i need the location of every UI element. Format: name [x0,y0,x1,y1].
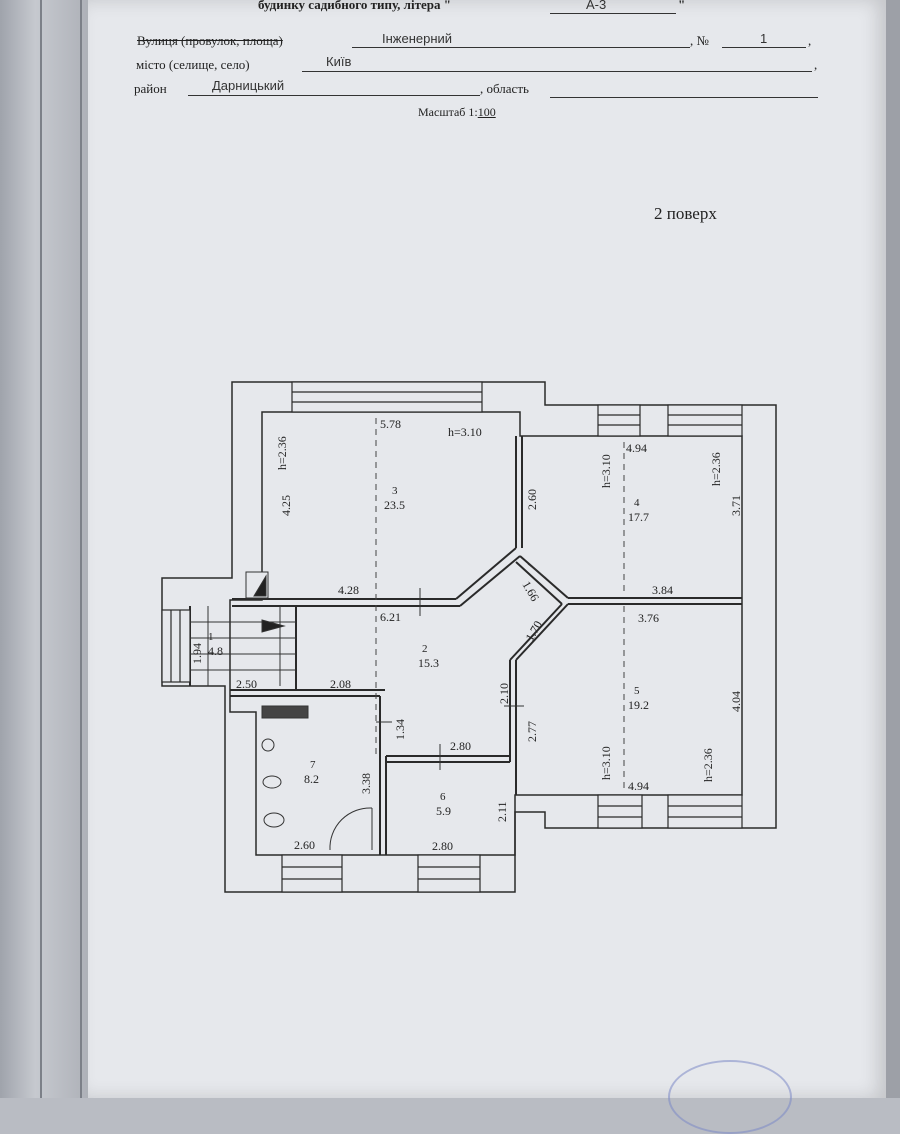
dimension-label: h=2.36 [701,748,715,782]
dimension-label: 2.11 [495,801,509,822]
room-area: 19.2 [628,698,649,712]
scale-label: Масштаб 1:100 [418,105,496,119]
binding-line [40,0,42,1098]
district-underline [188,95,480,96]
door-marks [376,563,547,770]
dimension-label: 5.78 [380,417,401,431]
dashed-lines [375,418,625,790]
dimension-label: 2.08 [330,677,351,691]
number-label: , № [690,33,709,48]
stairs [190,571,296,686]
city-underline [302,71,812,72]
windows [161,381,743,893]
street-label: Вулиця (провулок, площа) [137,33,283,48]
district-value: Дарницький [212,78,285,93]
floor-label: 2 поверх [654,204,717,223]
room-number: 4 [634,497,640,509]
room-number: 7 [310,759,316,771]
region-underline [550,97,818,98]
city-label: місто (селище, село) [136,57,250,72]
dimension-label: 3.76 [638,611,659,625]
number-underline [722,47,806,48]
dimension-labels: h=2.36 5.78 h=3.10 4.25 4.28 6.21 2.60 h… [190,417,743,853]
litera-underline [550,13,676,14]
dimension-label: 3.38 [359,773,373,794]
dimension-label: 1.34 [393,719,407,740]
interior-walls [189,436,742,855]
room-number: 3 [392,485,398,497]
sanitary-fixtures [261,705,373,851]
document-sheet [88,0,888,1098]
street-underline [352,47,690,48]
floor-plan: 1 4.8 2 15.3 3 23.5 4 17.7 5 19.2 6 5.9 … [161,381,777,893]
dimension-label: 3.84 [652,583,673,597]
comma: , [808,33,812,48]
dimension-label: h=3.10 [599,454,613,488]
dimension-label: 2.60 [525,489,539,510]
room-area: 5.9 [436,804,451,818]
house-number: 1 [760,31,768,46]
binding-strip [0,0,88,1098]
dimension-label: h=2.36 [275,436,289,470]
page-edge [886,0,900,1098]
room-number: 6 [440,791,446,803]
room-area: 17.7 [628,510,649,524]
official-stamp [668,1060,792,1134]
room-area: 15.3 [418,656,439,670]
dimension-label: 4.25 [279,495,293,516]
binding-line [80,0,82,1098]
title-end: " [678,0,686,12]
dimension-label: h=3.10 [448,425,482,439]
room-area: 4.8 [208,644,223,658]
dimension-label: 2.10 [497,683,511,704]
dimension-label: 6.21 [380,610,401,624]
dimension-label: 2.50 [236,677,257,691]
title-line: будинку садибного типу, літера " [258,0,451,12]
room-number: 2 [422,643,428,655]
dimension-label: 4.04 [729,691,743,712]
dimension-label: 4.94 [628,779,649,793]
dimension-label: 1.94 [190,643,204,664]
litera-value: А-3 [586,0,607,12]
dimension-label: 4.94 [626,441,647,455]
dimension-label: 2.60 [294,838,315,852]
dimension-label: h=2.36 [709,452,723,486]
dimension-label: 2.80 [432,839,453,853]
room-number: 5 [634,685,640,697]
dimension-label: 3.71 [729,495,743,516]
room-area: 23.5 [384,498,405,512]
dimension-label: 1.70 [522,618,545,643]
comma: , [814,57,818,72]
street-value: Інженерний [382,31,453,46]
dimension-label: 2.77 [525,721,539,742]
region-label: , область [480,81,529,96]
dimension-label: 4.28 [338,583,359,597]
room-number: 1 [208,631,214,643]
dimension-label: 2.80 [450,739,471,753]
city-value: Київ [326,54,352,69]
room-area: 8.2 [304,772,319,786]
dimension-label: h=3.10 [599,746,613,780]
district-label: район [134,81,167,96]
